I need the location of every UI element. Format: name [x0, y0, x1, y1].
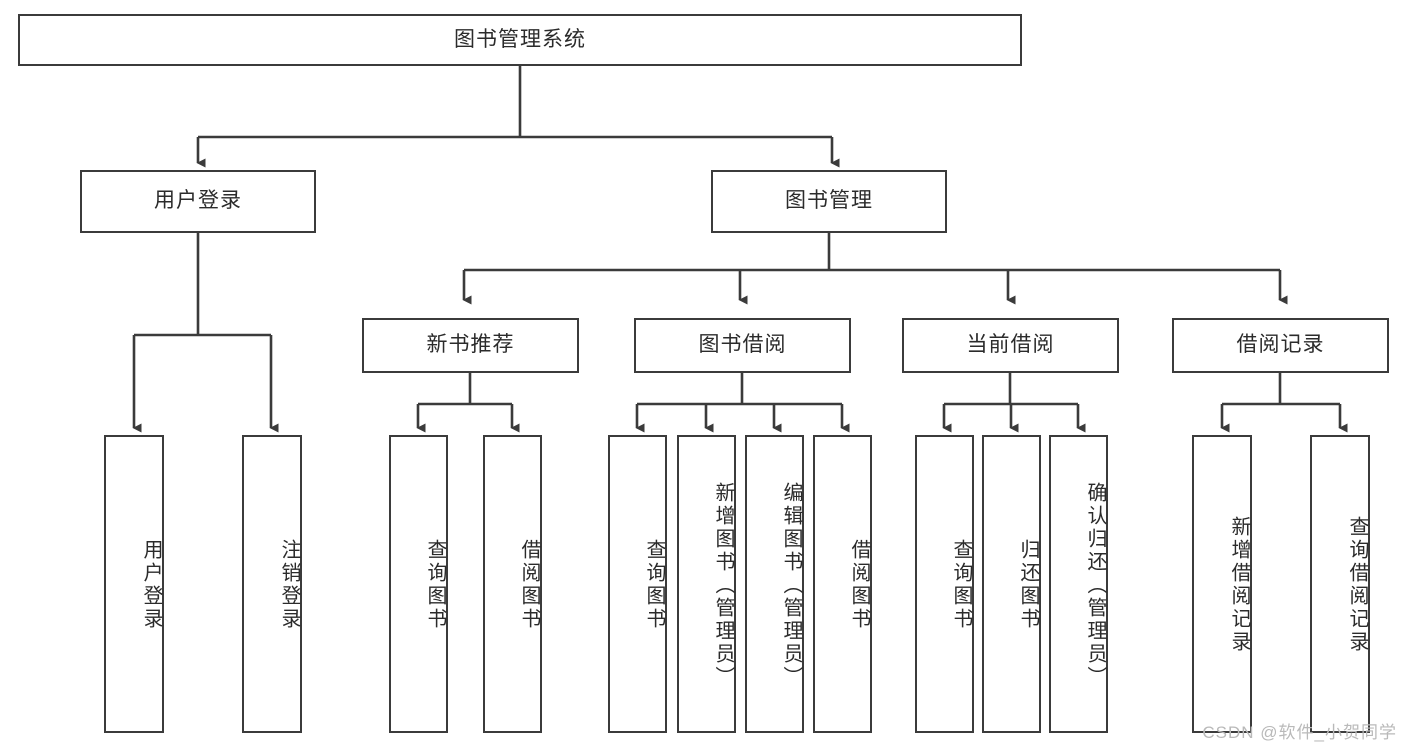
leaf-return-book-label: 归还图书 [1017, 539, 1039, 631]
node-new-book-rec-label: 新书推荐 [426, 333, 515, 357]
leaf-borrow-book-2-label: 借阅图书 [848, 539, 870, 631]
leaf-edit-book[interactable]: 编辑图书（管理员） [745, 435, 804, 733]
node-book-borrow[interactable]: 图书借阅 [634, 318, 851, 373]
leaf-query-book-3-label: 查询图书 [950, 539, 972, 631]
node-current-borrow[interactable]: 当前借阅 [902, 318, 1119, 373]
leaf-logout-login-label: 注销登录 [278, 539, 300, 631]
node-current-borrow-label: 当前借阅 [966, 333, 1055, 357]
leaf-add-record-label: 新增借阅记录 [1228, 516, 1250, 654]
leaf-query-book-3[interactable]: 查询图书 [915, 435, 974, 733]
node-borrow-record[interactable]: 借阅记录 [1172, 318, 1389, 373]
leaf-query-record[interactable]: 查询借阅记录 [1310, 435, 1370, 733]
leaf-return-book[interactable]: 归还图书 [982, 435, 1041, 733]
node-book-borrow-label: 图书借阅 [698, 333, 787, 357]
leaf-add-record[interactable]: 新增借阅记录 [1192, 435, 1252, 733]
leaf-user-login[interactable]: 用户登录 [104, 435, 164, 733]
leaf-borrow-book-2[interactable]: 借阅图书 [813, 435, 872, 733]
node-user-login-label: 用户登录 [154, 189, 242, 213]
leaf-query-book-2[interactable]: 查询图书 [608, 435, 667, 733]
node-root-label: 图书管理系统 [454, 27, 586, 51]
leaf-query-record-label: 查询借阅记录 [1346, 516, 1368, 654]
leaf-query-book-1-label: 查询图书 [424, 539, 446, 631]
node-borrow-record-label: 借阅记录 [1236, 333, 1325, 357]
node-book-manage-label: 图书管理 [785, 189, 873, 213]
leaf-confirm-return[interactable]: 确认归还（管理员） [1049, 435, 1108, 733]
leaf-add-book-label: 新增图书（管理员） [712, 481, 734, 689]
node-book-manage[interactable]: 图书管理 [711, 170, 947, 233]
leaf-user-login-label: 用户登录 [140, 539, 162, 631]
leaf-borrow-book-1-label: 借阅图书 [518, 539, 540, 631]
node-new-book-rec[interactable]: 新书推荐 [362, 318, 579, 373]
leaf-query-book-2-label: 查询图书 [643, 539, 665, 631]
leaf-query-book-1[interactable]: 查询图书 [389, 435, 448, 733]
leaf-confirm-return-label: 确认归还（管理员） [1084, 481, 1106, 689]
leaf-logout-login[interactable]: 注销登录 [242, 435, 302, 733]
leaf-borrow-book-1[interactable]: 借阅图书 [483, 435, 542, 733]
node-user-login[interactable]: 用户登录 [80, 170, 316, 233]
node-root[interactable]: 图书管理系统 [18, 14, 1022, 66]
leaf-edit-book-label: 编辑图书（管理员） [780, 481, 802, 689]
leaf-add-book[interactable]: 新增图书（管理员） [677, 435, 736, 733]
csdn-watermark: CSDN @软件_小贺同学 [1202, 723, 1397, 742]
